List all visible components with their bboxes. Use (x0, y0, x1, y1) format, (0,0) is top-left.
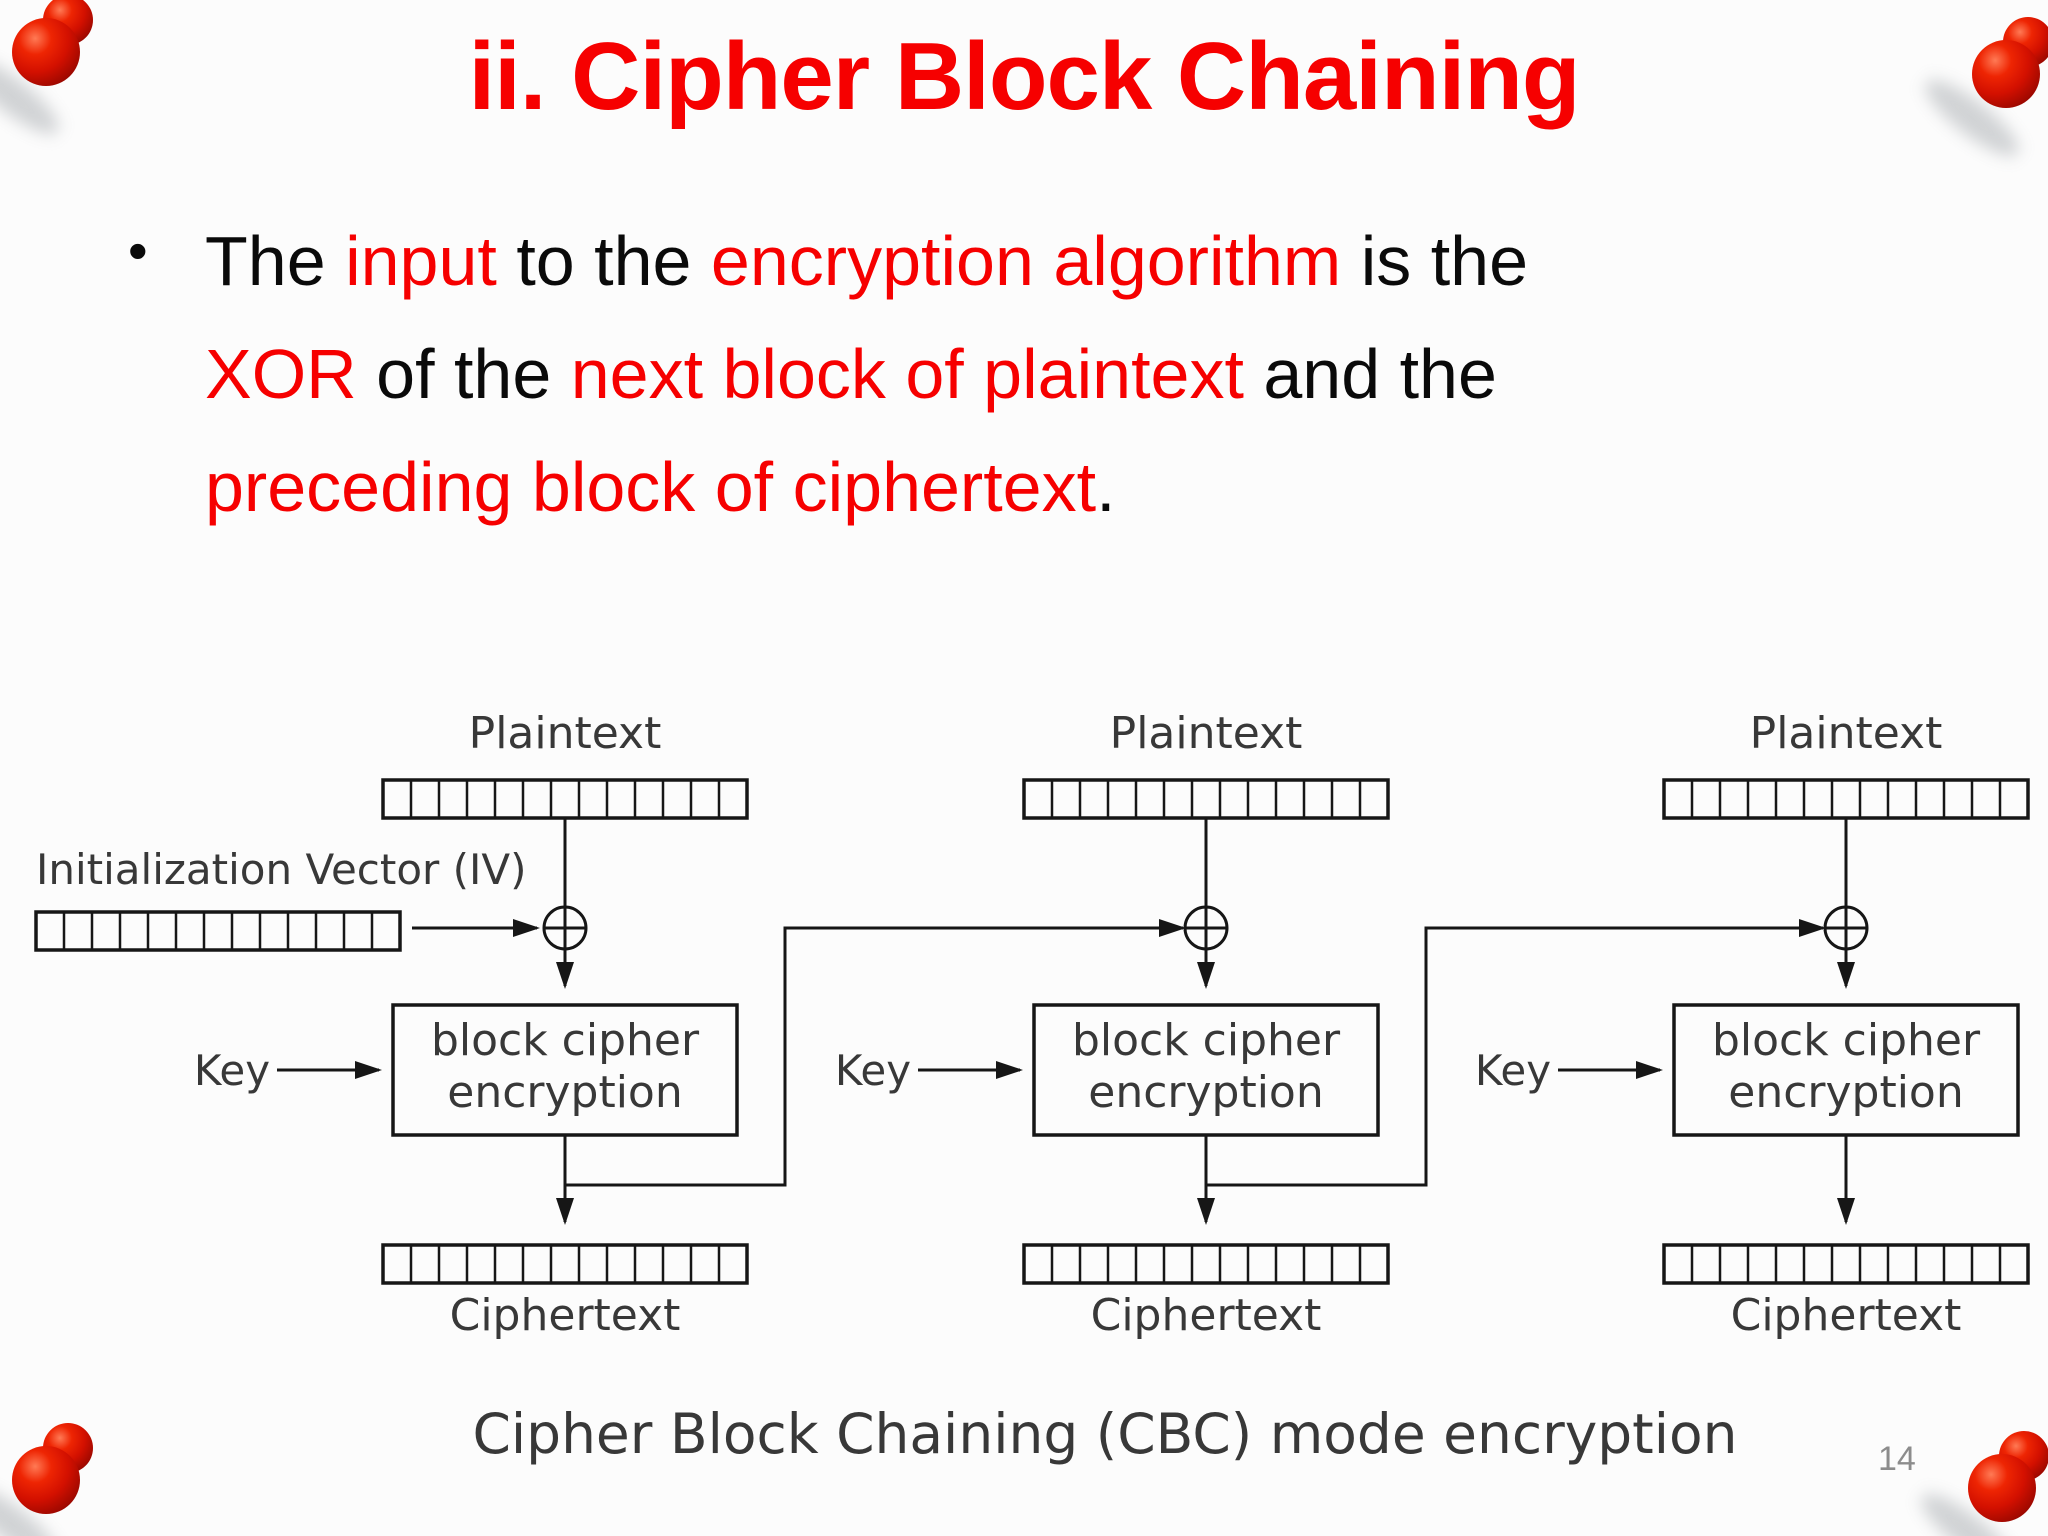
plaintext-label: Plaintext (1750, 708, 1943, 759)
text-segment: and the (1263, 335, 1497, 413)
block-cipher-box (391, 1003, 739, 1137)
text-segment: of the (376, 335, 571, 413)
bit-block-outline (1662, 778, 2030, 820)
ciphertext-label: Ciphertext (1731, 1290, 1962, 1341)
chain-feedback-line (1206, 919, 1826, 1187)
ciphertext-label: Ciphertext (1091, 1290, 1322, 1341)
bit-block-outline (1022, 778, 1390, 820)
cbc-column: Plaintext block cipher encryption Key Ci… (1475, 708, 2030, 1341)
bit-block-outline (381, 1243, 749, 1285)
key-label: Key (835, 1046, 911, 1095)
block-cipher-box (1672, 1003, 2020, 1137)
slide-title: ii. Cipher Block Chaining (468, 23, 1580, 130)
cbc-column: Plaintext block cipher encryption Key Ci… (835, 708, 1826, 1341)
text-segment: preceding block of ciphertext (205, 448, 1097, 526)
text-segment: input (345, 222, 517, 300)
plaintext-bit-block (1022, 778, 1390, 820)
key-label: Key (194, 1046, 270, 1095)
ciphertext-bit-block (1022, 1243, 1390, 1285)
bullet-paragraph: The input to the encryption algorithm is… (205, 205, 1905, 544)
text-segment: is the (1360, 222, 1528, 300)
text-segment: next block of plaintext (570, 335, 1264, 413)
key-label: Key (1475, 1046, 1551, 1095)
page-number: 14 (1878, 1440, 1916, 1478)
plaintext-bit-block (381, 778, 749, 820)
iv-label: Initialization Vector (IV) (36, 845, 527, 894)
bullet-marker: • (128, 219, 148, 282)
pushpin-icon (0, 1423, 93, 1536)
text-segment: The (205, 222, 346, 300)
iv-bit-block (34, 910, 402, 952)
plaintext-bit-block (1662, 778, 2030, 820)
diagram-caption: Cipher Block Chaining (CBC) mode encrypt… (472, 1402, 1738, 1466)
plaintext-label: Plaintext (1110, 708, 1303, 759)
pushpin-icon (0, 0, 93, 145)
block-cipher-box-label: block cipher (1072, 1015, 1341, 1066)
block-cipher-box-label: encryption (447, 1067, 683, 1118)
text-segment: . (1096, 448, 1116, 526)
ciphertext-label: Ciphertext (450, 1290, 681, 1341)
block-cipher-box (1032, 1003, 1380, 1137)
bit-block-outline (381, 778, 749, 820)
block-cipher-box-label: block cipher (431, 1015, 700, 1066)
bit-block-outline (1662, 1243, 2030, 1285)
bit-block-outline (1022, 1243, 1390, 1285)
block-cipher-box-label: block cipher (1712, 1015, 1981, 1066)
cbc-column: Plaintext block cipher encryption Key Ci… (194, 708, 1186, 1341)
bit-block-outline (34, 910, 402, 952)
pushpin-icon (1916, 17, 2048, 167)
ciphertext-bit-block (381, 1243, 749, 1285)
bullet-line: The input to the encryption algorithm is… (205, 205, 1905, 318)
bullet-line: XOR of the next block of plaintext and t… (205, 318, 1905, 431)
block-cipher-box-label: encryption (1088, 1067, 1324, 1118)
bullet-line: preceding block of ciphertext. (205, 431, 1905, 544)
text-segment: encryption algorithm (710, 222, 1361, 300)
block-cipher-box-label: encryption (1728, 1067, 1964, 1118)
text-segment: to the (516, 222, 711, 300)
text-segment: XOR (205, 335, 377, 413)
chain-feedback-line (565, 919, 1186, 1187)
ciphertext-bit-block (1662, 1243, 2030, 1285)
plaintext-label: Plaintext (469, 708, 662, 759)
